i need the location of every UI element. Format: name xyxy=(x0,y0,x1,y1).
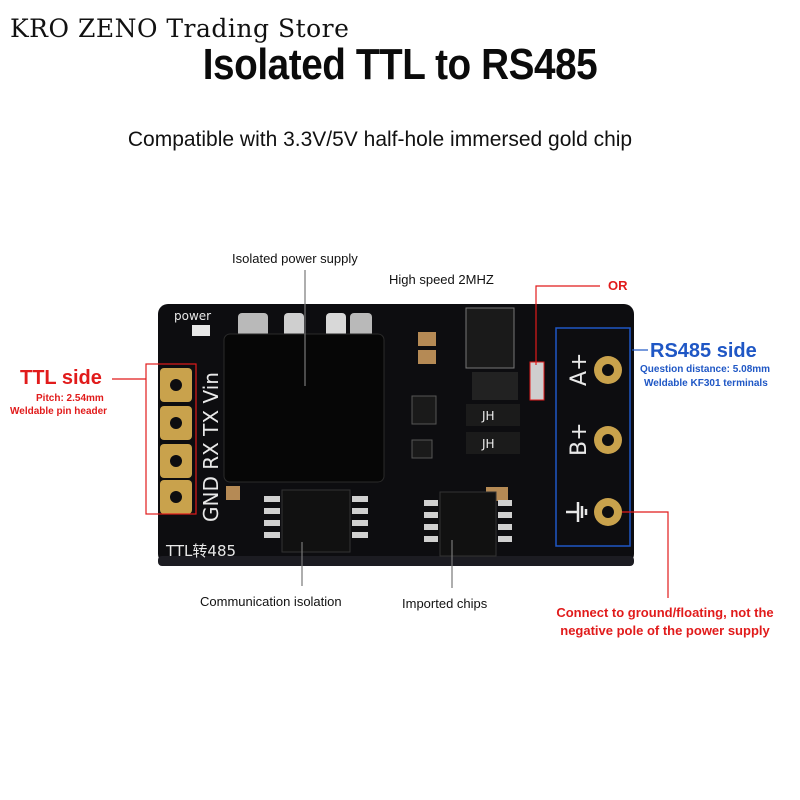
store-name: KRO ZENO Trading Store xyxy=(10,14,350,43)
silk-power: power xyxy=(174,309,211,323)
ttl-weld: Weldable pin header xyxy=(10,406,108,417)
ground-symbol-icon xyxy=(566,502,588,522)
isolation-ic xyxy=(281,489,351,553)
label-isolated-power: Isolated power supply xyxy=(232,251,358,266)
label-high-speed: High speed 2MHZ xyxy=(389,272,494,287)
or-resistor xyxy=(529,361,545,401)
silk-a: A+ xyxy=(567,353,592,386)
rs485-transceiver-ic xyxy=(439,491,497,557)
ttl-pin-header xyxy=(160,368,192,514)
ttl-side-title: TTL side xyxy=(20,367,102,389)
page-title: Isolated TTL to RS485 xyxy=(202,40,598,89)
label-imported-chips: Imported chips xyxy=(402,596,488,611)
rs485-side-title: RS485 side xyxy=(650,340,757,362)
leader-or xyxy=(535,285,600,365)
rs485-weld: Weldable KF301 terminals xyxy=(644,378,768,389)
label-or: OR xyxy=(608,278,628,293)
leader-ground xyxy=(622,511,669,598)
chip-mark-2: JH xyxy=(481,437,495,451)
silk-model: TTL转485 xyxy=(165,542,236,560)
isolated-power-module xyxy=(223,333,385,483)
page-subtitle: Compatible with 3.3V/5V half-hole immers… xyxy=(127,128,633,151)
label-comm-isolation: Communication isolation xyxy=(200,594,342,609)
ttl-pitch: Pitch: 2.54mm xyxy=(36,393,104,404)
rs485-distance: Question distance: 5.08mm xyxy=(640,364,771,375)
chip-mark-1: JH xyxy=(481,409,495,423)
silk-b: B+ xyxy=(567,422,592,456)
rs485-terminal-frame xyxy=(555,327,631,547)
ground-note: Connect to ground/floating, not the nega… xyxy=(556,605,774,638)
power-led xyxy=(192,325,210,336)
ttl-frame xyxy=(145,363,197,515)
silk-pin-labels: GND RX TX Vin xyxy=(199,372,223,522)
